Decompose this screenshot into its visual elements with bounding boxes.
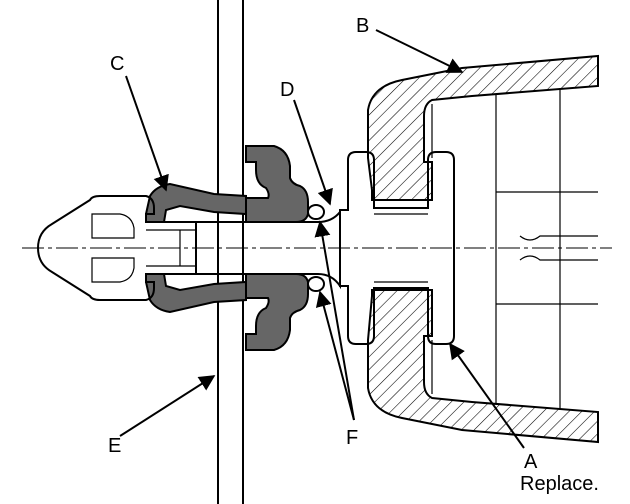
clip-c xyxy=(145,182,247,314)
plug-body xyxy=(36,195,197,301)
leader-b xyxy=(375,29,464,73)
leader-f-2 xyxy=(315,290,355,421)
leader-e xyxy=(119,375,216,437)
leader-a xyxy=(449,342,525,449)
replace-note: Replace. xyxy=(520,473,599,495)
o-ring-lower xyxy=(307,276,325,292)
leader-f-1 xyxy=(314,220,355,421)
panel-plate xyxy=(217,0,244,504)
label-e: E xyxy=(108,435,121,457)
label-c: C xyxy=(110,53,124,75)
label-a: A xyxy=(524,451,538,473)
leader-c xyxy=(125,75,169,192)
leader-d xyxy=(293,99,333,206)
label-d: D xyxy=(280,79,294,101)
label-b: B xyxy=(356,15,369,37)
housing-b xyxy=(367,54,599,444)
o-ring-upper xyxy=(307,204,325,220)
label-f: F xyxy=(346,427,358,449)
grommet-a xyxy=(339,151,455,345)
